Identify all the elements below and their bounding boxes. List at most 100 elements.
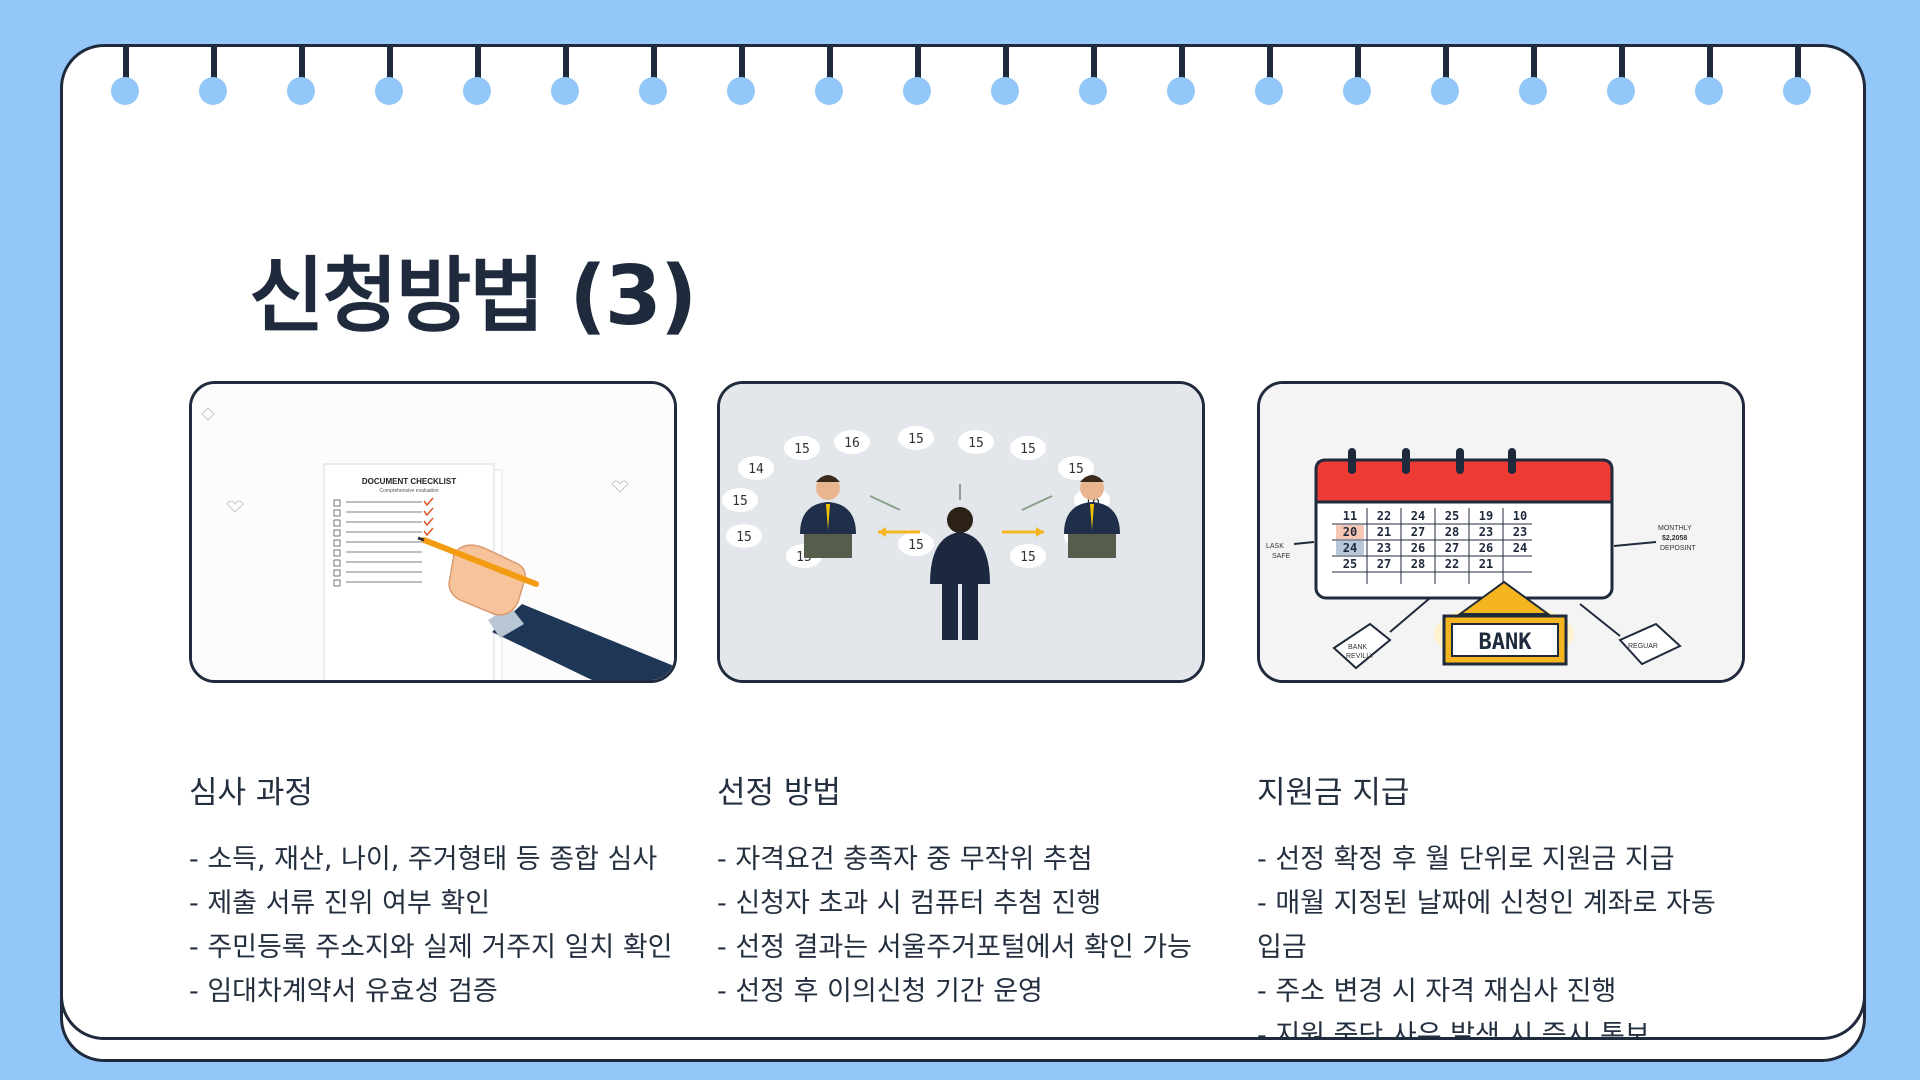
binding-ring: [199, 47, 227, 105]
list-item: - 주민등록 주소지와 실제 거주지 일치 확인: [189, 932, 673, 963]
svg-text:DEPOSINT: DEPOSINT: [1660, 545, 1697, 552]
calendar-day: 26: [1479, 541, 1493, 555]
review-process-list: - 소득, 재산, 나이, 주거형태 등 종합 심사 - 제출 서류 진위 여부…: [189, 838, 689, 1014]
binding-ring: [111, 47, 139, 105]
calendar-day: 26: [1411, 541, 1425, 555]
calendar-ring: [1508, 448, 1516, 474]
calendar-day: 24: [1343, 541, 1357, 555]
selection-illustration: 1516151515151415161515151515: [720, 384, 1202, 680]
calendar-day: 19: [1479, 509, 1493, 523]
selection-method-column: 선정 방법 - 자격요건 충족자 중 무작위 추첨 - 신청자 초과 시 컴퓨터…: [717, 767, 1197, 1014]
selection-arrows: [869, 484, 1053, 537]
calendar-day: 21: [1479, 557, 1493, 571]
binding-ring: [287, 47, 315, 105]
list-item: - 선정 확정 후 월 단위로 지원금 지급: [1257, 844, 1675, 875]
hand-with-pencil: [417, 536, 674, 680]
calendar-day: 20: [1343, 525, 1357, 539]
binding-ring: [1167, 47, 1195, 105]
calendar-day: 28: [1411, 557, 1425, 571]
checklist-heading: DOCUMENT CHECKLIST: [362, 477, 456, 486]
candidate-left: [800, 475, 856, 558]
calendar-day: 24: [1513, 541, 1527, 555]
calendar-day: 23: [1479, 525, 1493, 539]
number-badge: 15: [784, 436, 820, 460]
binding-ring: [1343, 47, 1371, 105]
svg-text:$2,2058: $2,2058: [1662, 535, 1687, 542]
calendar-day: 23: [1513, 525, 1527, 539]
list-item: - 신청자 초과 시 컴퓨터 추첨 진행: [717, 888, 1102, 919]
review-process-heading: 심사 과정: [189, 775, 313, 811]
svg-text:BANK: BANK: [1348, 644, 1367, 651]
checkbox-mark: [333, 539, 341, 547]
number-badge: 15: [726, 524, 762, 548]
bank-label: BANK: [1479, 630, 1533, 655]
binding-ring: [375, 47, 403, 105]
calendar-day: 21: [1377, 525, 1391, 539]
checkbox-mark: [333, 509, 341, 517]
binding-ring: [903, 47, 931, 105]
notebook-page: 신청방법 (3) DOCUMENT CHECKLIST Comprehensiv…: [60, 44, 1866, 1040]
binding-ring: [1695, 47, 1723, 105]
payment-column: 지원금 지급 - 선정 확정 후 월 단위로 지원금 지급 - 매월 지정된 날…: [1257, 767, 1747, 1040]
calendar-day: 10: [1513, 509, 1527, 523]
list-item: - 매월 지정된 날짜에 신청인 계좌로 자동 입금: [1257, 888, 1716, 963]
calendar-day: 27: [1377, 557, 1391, 571]
svg-text:SAFE: SAFE: [1272, 553, 1291, 560]
number-badge: 15: [1010, 544, 1046, 568]
svg-text:15: 15: [732, 494, 748, 509]
binding-ring: [551, 47, 579, 105]
checkbox-mark: [333, 529, 341, 537]
list-item: - 자격요건 충족자 중 무작위 추첨: [717, 844, 1093, 875]
list-item: - 임대차계약서 유효성 검증: [189, 976, 498, 1007]
number-badge: 15: [1058, 456, 1094, 480]
checkbox-mark: [333, 579, 341, 587]
binding-ring: [1079, 47, 1107, 105]
number-badge: 14: [738, 456, 774, 480]
binding-ring: [1519, 47, 1547, 105]
review-process-column: 심사 과정 - 소득, 재산, 나이, 주거형태 등 종합 심사 - 제출 서류…: [189, 767, 689, 1014]
svg-text:15: 15: [968, 436, 984, 451]
checkbox-mark: [333, 559, 341, 567]
list-item: - 주소 변경 시 자격 재심사 진행: [1257, 976, 1617, 1007]
binding-ring: [991, 47, 1019, 105]
list-item: - 제출 서류 진위 여부 확인: [189, 888, 491, 919]
page-title: 신청방법 (3): [249, 249, 697, 344]
number-badge: 15: [898, 532, 934, 556]
binding-ring: [639, 47, 667, 105]
svg-text:15: 15: [736, 530, 752, 545]
binding-ring: [1255, 47, 1283, 105]
calendar-day: 25: [1343, 557, 1357, 571]
svg-text:15: 15: [1020, 442, 1036, 457]
checkbox-mark: [333, 549, 341, 557]
list-item: - 선정 결과는 서울주거포털에서 확인 가능: [717, 932, 1192, 963]
calendar-day: 28: [1445, 525, 1459, 539]
svg-text:REGUAR: REGUAR: [1628, 643, 1658, 650]
calendar-day: 27: [1411, 525, 1425, 539]
svg-text:15: 15: [794, 442, 810, 457]
calendar-ring: [1348, 448, 1356, 474]
checkbox-mark: [333, 499, 341, 507]
checkbox-mark: [333, 569, 341, 577]
number-badge: 15: [722, 488, 758, 512]
list-item: - 지원 중단 사유 발생 시 즉시 통보: [1257, 1020, 1650, 1040]
number-badge: 15: [1010, 436, 1046, 460]
binding-ring: [1783, 47, 1811, 105]
svg-text:15: 15: [1068, 462, 1084, 477]
applicant-center: [930, 507, 990, 640]
svg-text:LASK: LASK: [1266, 543, 1284, 550]
list-item: - 선정 후 이의신청 기간 운영: [717, 976, 1043, 1007]
svg-text:15: 15: [1020, 550, 1036, 565]
callouts: LASK SAFE MONTHLY $2,2058 DEPOSINT BANK …: [1266, 525, 1697, 670]
svg-text:15: 15: [908, 432, 924, 447]
calendar-day: 22: [1377, 509, 1391, 523]
checkbox-mark: [333, 519, 341, 527]
calendar-day: 22: [1445, 557, 1459, 571]
payment-list: - 선정 확정 후 월 단위로 지원금 지급 - 매월 지정된 날짜에 신청인 …: [1257, 838, 1747, 1040]
svg-text:15: 15: [908, 538, 924, 553]
svg-text:MONTHLY: MONTHLY: [1658, 525, 1692, 532]
binding-ring: [815, 47, 843, 105]
calendar-ring: [1402, 448, 1410, 474]
